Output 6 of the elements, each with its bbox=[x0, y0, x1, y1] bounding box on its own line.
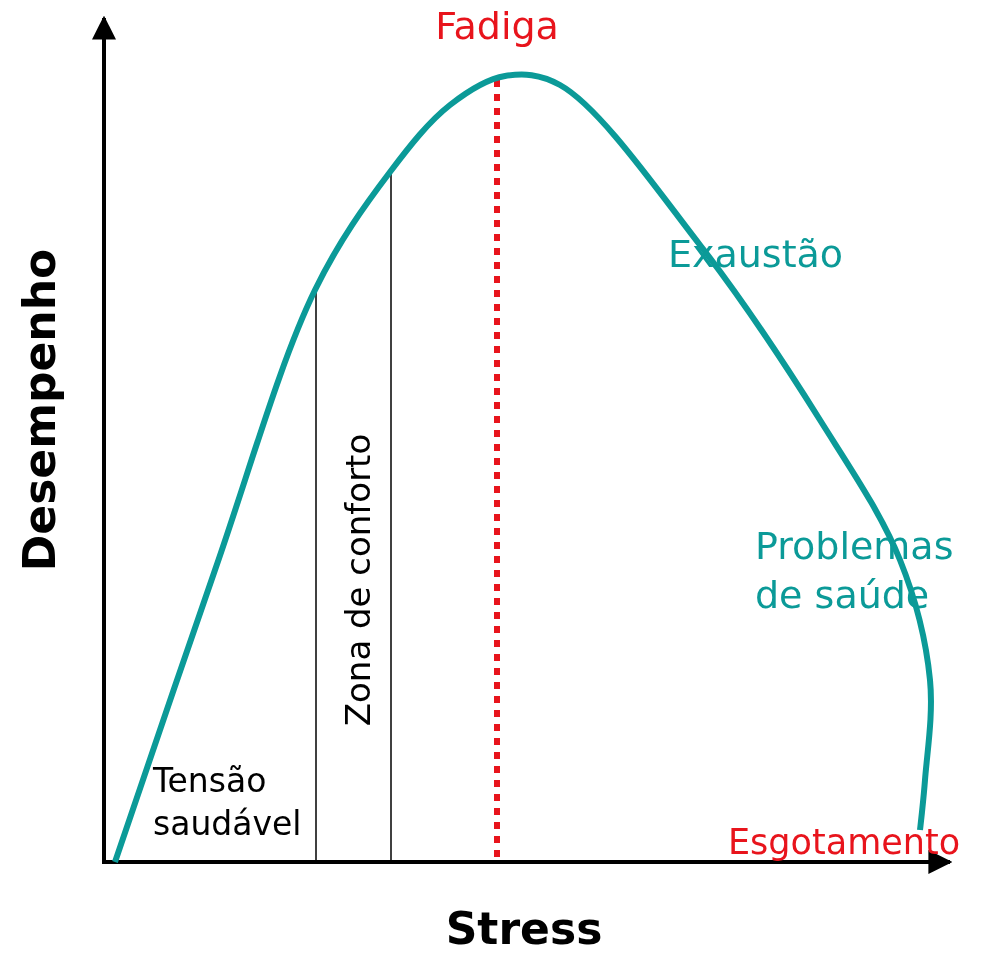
end-label: Esgotamento bbox=[728, 821, 961, 864]
peak-label: Fadiga bbox=[435, 3, 559, 50]
zone-label: Tensão saudável bbox=[153, 760, 303, 845]
y-axis-title: Desempenho bbox=[13, 248, 67, 572]
zone-label: Zona de conforto bbox=[336, 433, 379, 727]
x-axis-title: Stress bbox=[445, 902, 603, 956]
